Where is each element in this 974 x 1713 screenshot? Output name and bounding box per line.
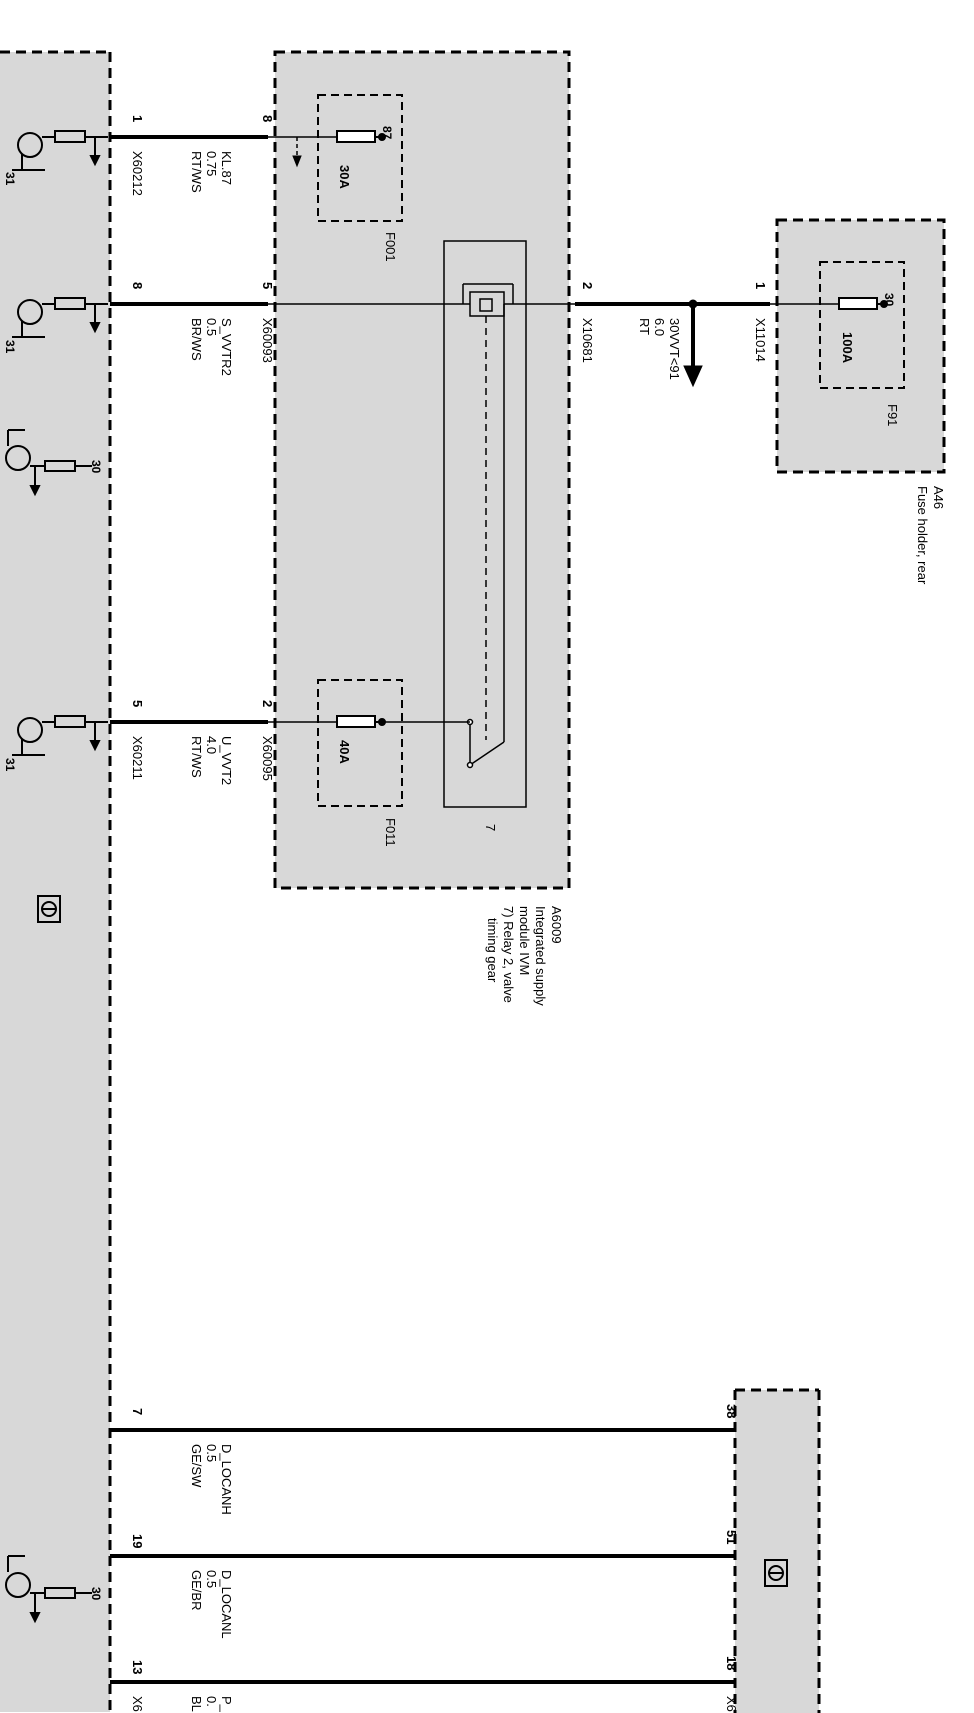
relay-switch-icon: [466, 304, 505, 769]
fuse-f011-box: [317, 679, 403, 807]
supply-label-2: 30: [89, 1587, 103, 1601]
ground-label-1: 31: [3, 172, 17, 186]
fuse-f001-rating: 30A: [337, 165, 352, 189]
bus-symbol-icon-right: [764, 1559, 788, 1587]
wire-name: KL.87: [219, 151, 234, 185]
wire-kl87: [110, 135, 337, 168]
wire-color: RT/WS: [189, 736, 204, 778]
fuse-f91-rating: 100A: [840, 332, 855, 364]
wire-right-connector: X60095: [260, 736, 275, 781]
bus-wire-name: P_: [219, 1696, 234, 1713]
wire-right-pin: 2: [260, 700, 275, 707]
fuse-holder-name: Fuse holder, rear: [915, 486, 930, 585]
bus-right-pin: 38: [724, 1404, 739, 1418]
bus-wire-name: D_LOCANL: [219, 1570, 234, 1639]
bus-wire-size: 0.: [204, 1696, 219, 1707]
bus-right-connector: X6: [724, 1696, 739, 1712]
bus-right-pin: 51: [724, 1530, 739, 1544]
wire-right-pin: 5: [260, 282, 275, 289]
bus-left-pin: 13: [130, 1660, 145, 1674]
bus-left-pin: 7: [130, 1408, 145, 1415]
relay-description-2: timing gear: [485, 918, 500, 983]
wire-left-pin: 1: [130, 115, 145, 122]
wire-right-pin: 8: [260, 115, 275, 122]
bus-right-pin: 18: [724, 1656, 739, 1670]
wire-name: U_VVT2: [219, 736, 234, 785]
bus-symbol-icon: [37, 895, 61, 923]
fuse-f001-terminal: 87: [380, 126, 394, 140]
bus-wire-size: 0.5: [204, 1444, 219, 1462]
ground-label-3: 31: [3, 758, 17, 772]
bus-wire-name: D_LOCANH: [219, 1444, 234, 1515]
fuse-f011-rating: 40A: [337, 740, 352, 764]
wire-size: 0.75: [204, 151, 219, 176]
relay-7-box: [443, 240, 527, 808]
wire-size: 4.0: [204, 736, 219, 754]
supply-wire-size: 6.0: [652, 318, 667, 336]
wire-left-connector: X60212: [130, 151, 145, 196]
wire-left-pin: 8: [130, 282, 145, 289]
bus-wire-color: GE/SW: [189, 1444, 204, 1488]
bus-wire-size: 0.5: [204, 1570, 219, 1588]
wire-name: S_VVTR2: [219, 318, 234, 376]
fuse-f001-id: F001: [383, 232, 398, 262]
wire-left-pin: 5: [130, 700, 145, 707]
supply-wire-name: 30VVT<91: [667, 318, 682, 380]
fuse-f91-box: [819, 261, 905, 389]
supply-module-label: A6009 Integrated supply module IVM 7) Re…: [485, 906, 564, 1006]
supply-module-name-1: Integrated supply: [533, 906, 548, 1006]
bus-wire-color: GE/BR: [189, 1570, 204, 1610]
fuse-holder-pin: 1: [753, 282, 768, 289]
wire-left-connector: X60211: [130, 736, 145, 780]
right-control-unit: [733, 1388, 821, 1713]
wire-right-connector: X60093: [260, 318, 275, 363]
supply-module-id: A6009: [549, 906, 564, 944]
ground-label-2: 31: [3, 340, 17, 354]
fuse-f001-icon: [336, 130, 386, 143]
supply-module-name-2: module IVM: [517, 906, 532, 975]
relay-ref: 7: [483, 824, 498, 831]
fuse-holder-a46: 100A 30 F91: [775, 218, 946, 474]
supply-module-a6009: 30A 87 F001 40A F011: [273, 50, 571, 890]
supply-label-1: 30: [89, 460, 103, 474]
fuse-f91-id: F91: [885, 404, 900, 426]
bus-left-connector: X6: [130, 1696, 145, 1712]
supply-wire-color: RT: [637, 318, 652, 335]
transistor-output-3: [12, 715, 108, 756]
fuse-holder-connector: X11014: [753, 318, 768, 362]
bus-left-pin: 19: [130, 1534, 145, 1548]
transistor-output-2: [12, 297, 108, 338]
wire-size: 0.5: [204, 318, 219, 336]
fuse-f91-terminal: 30: [882, 293, 896, 307]
bus-wire-color: BL: [189, 1696, 204, 1712]
transistor-output-1: [12, 130, 108, 171]
transistor-supply-1: [5, 429, 92, 497]
supply-pin: 2: [580, 282, 595, 289]
supply-connector: X10681: [580, 318, 595, 363]
relay-description-1: 7) Relay 2, valve: [501, 906, 516, 1003]
wire-color: BR/WS: [189, 318, 204, 361]
left-control-unit: 31 31 30: [0, 50, 112, 1713]
fuse-f011-id: F011: [383, 818, 398, 847]
wire-30vvt: [575, 299, 839, 388]
transistor-supply-2: [5, 1555, 92, 1624]
fuse-holder-id: A46: [931, 486, 946, 509]
wire-color: RT/WS: [189, 151, 204, 193]
fuse-f001-box: [317, 94, 403, 222]
